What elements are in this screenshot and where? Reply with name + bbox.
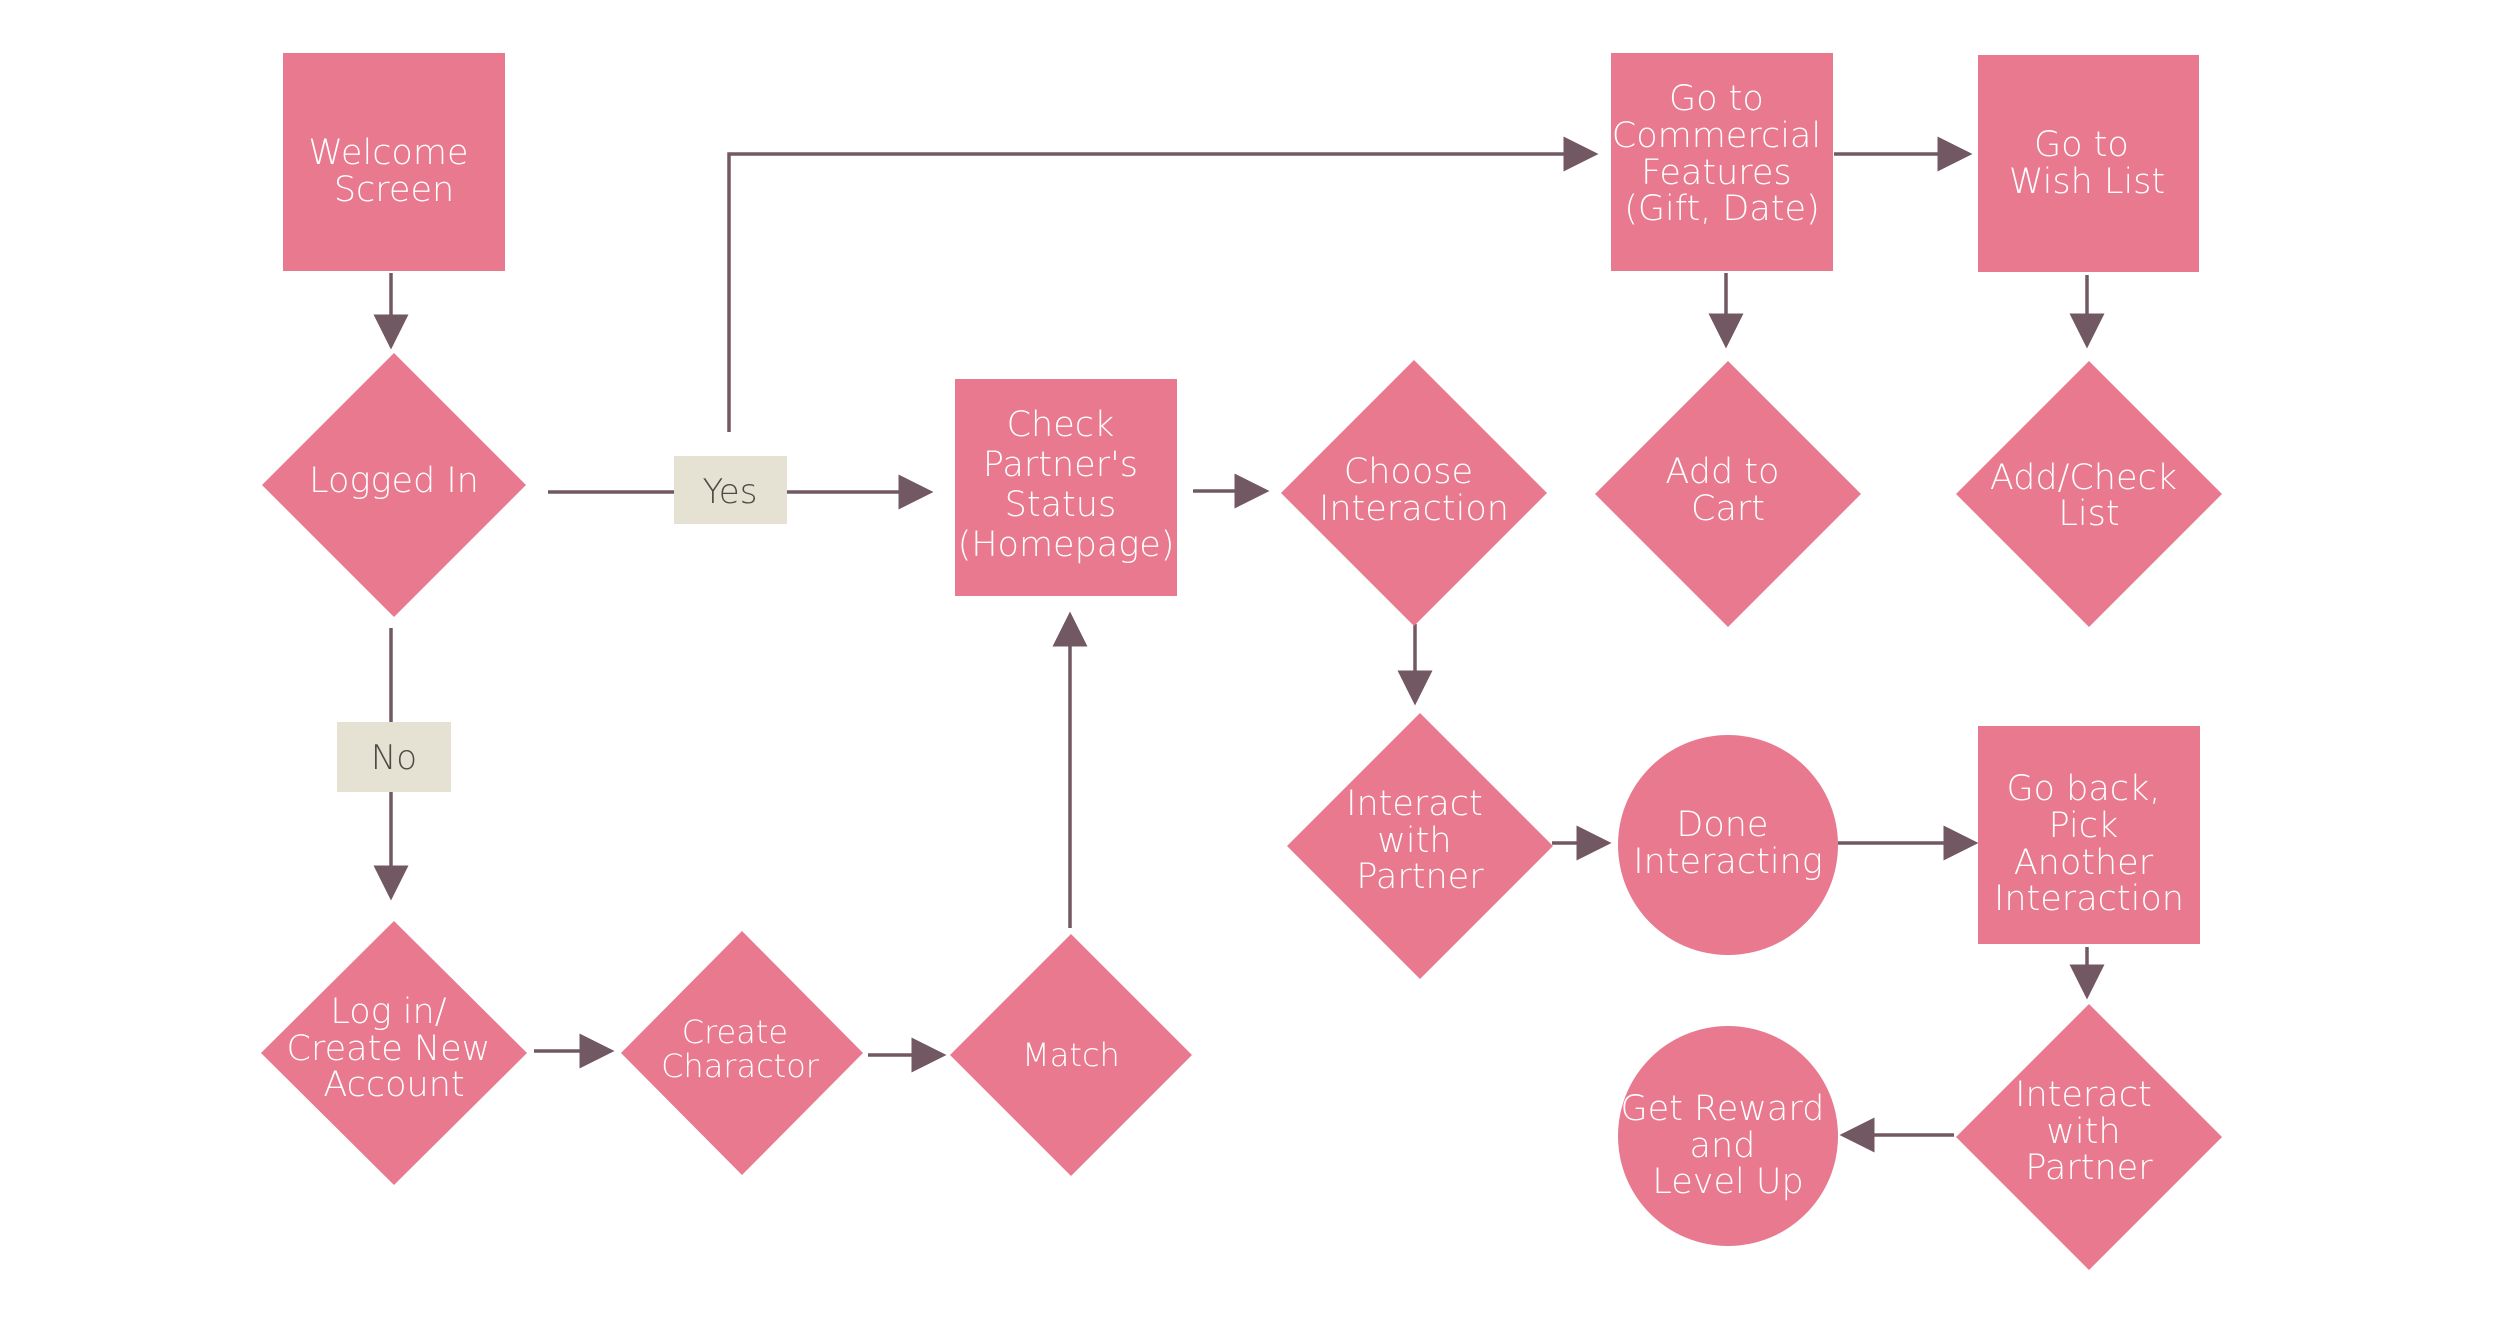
node-add-check-list <box>1956 361 2222 627</box>
edge-label-yes: Yes <box>674 456 787 524</box>
node-login-create-account <box>261 921 527 1185</box>
node-welcome-screen-label: Welcome Screen <box>308 133 479 210</box>
node-done-interacting <box>1618 735 1838 955</box>
node-commercial-features-label: Go to Commercial Features (Gift, Date) <box>1612 79 1832 229</box>
node-done-interacting-label: Done Interacting <box>1633 805 1822 882</box>
node-welcome-screen <box>283 53 505 271</box>
node-go-back <box>1978 726 2200 944</box>
node-get-reward-label: Get Reward and Level Up <box>1621 1089 1836 1202</box>
node-match <box>950 934 1192 1176</box>
node-match-label: Match <box>1022 1036 1120 1074</box>
node-create-character <box>621 931 863 1175</box>
node-interact-with-partner-1 <box>1287 713 1553 979</box>
node-check-partner-status <box>955 379 1177 596</box>
edge-label-yes-text: Yes <box>703 472 758 512</box>
node-go-back-label: Go back, Pick Another Interaction <box>1994 769 2184 919</box>
node-interact-with-partner-1-label: Interact with Partner <box>1346 784 1494 897</box>
node-choose-interaction <box>1281 360 1547 626</box>
node-login-create-account-label: Log in/ Create New Account <box>287 992 502 1105</box>
node-logged-in-label: Logged In <box>309 461 479 501</box>
node-check-partner-status-label: Check Partner's Status (Homepage) <box>958 405 1175 565</box>
node-wish-list-label: Go to Wish List <box>2009 125 2165 202</box>
node-interact-with-partner-2-label: Interact with Partner <box>2015 1075 2163 1188</box>
node-logged-in <box>262 353 526 617</box>
node-interact-with-partner-2 <box>1956 1004 2222 1270</box>
node-get-reward <box>1618 1026 1838 1246</box>
connector-yes-to-commercial <box>727 136 1599 432</box>
node-choose-interaction-label: Choose Interaction <box>1319 452 1509 529</box>
node-create-character-label: Create Charactor <box>661 1013 820 1085</box>
node-wish-list <box>1978 55 2199 272</box>
edge-label-no: No <box>337 722 451 792</box>
edge-label-no-text: No <box>371 738 417 778</box>
node-commercial-features <box>1611 53 1833 271</box>
node-add-check-list-label: Add/Check List <box>1990 458 2188 534</box>
node-add-to-cart <box>1595 361 1861 627</box>
node-add-to-cart-label: Add to Cart <box>1665 452 1790 529</box>
